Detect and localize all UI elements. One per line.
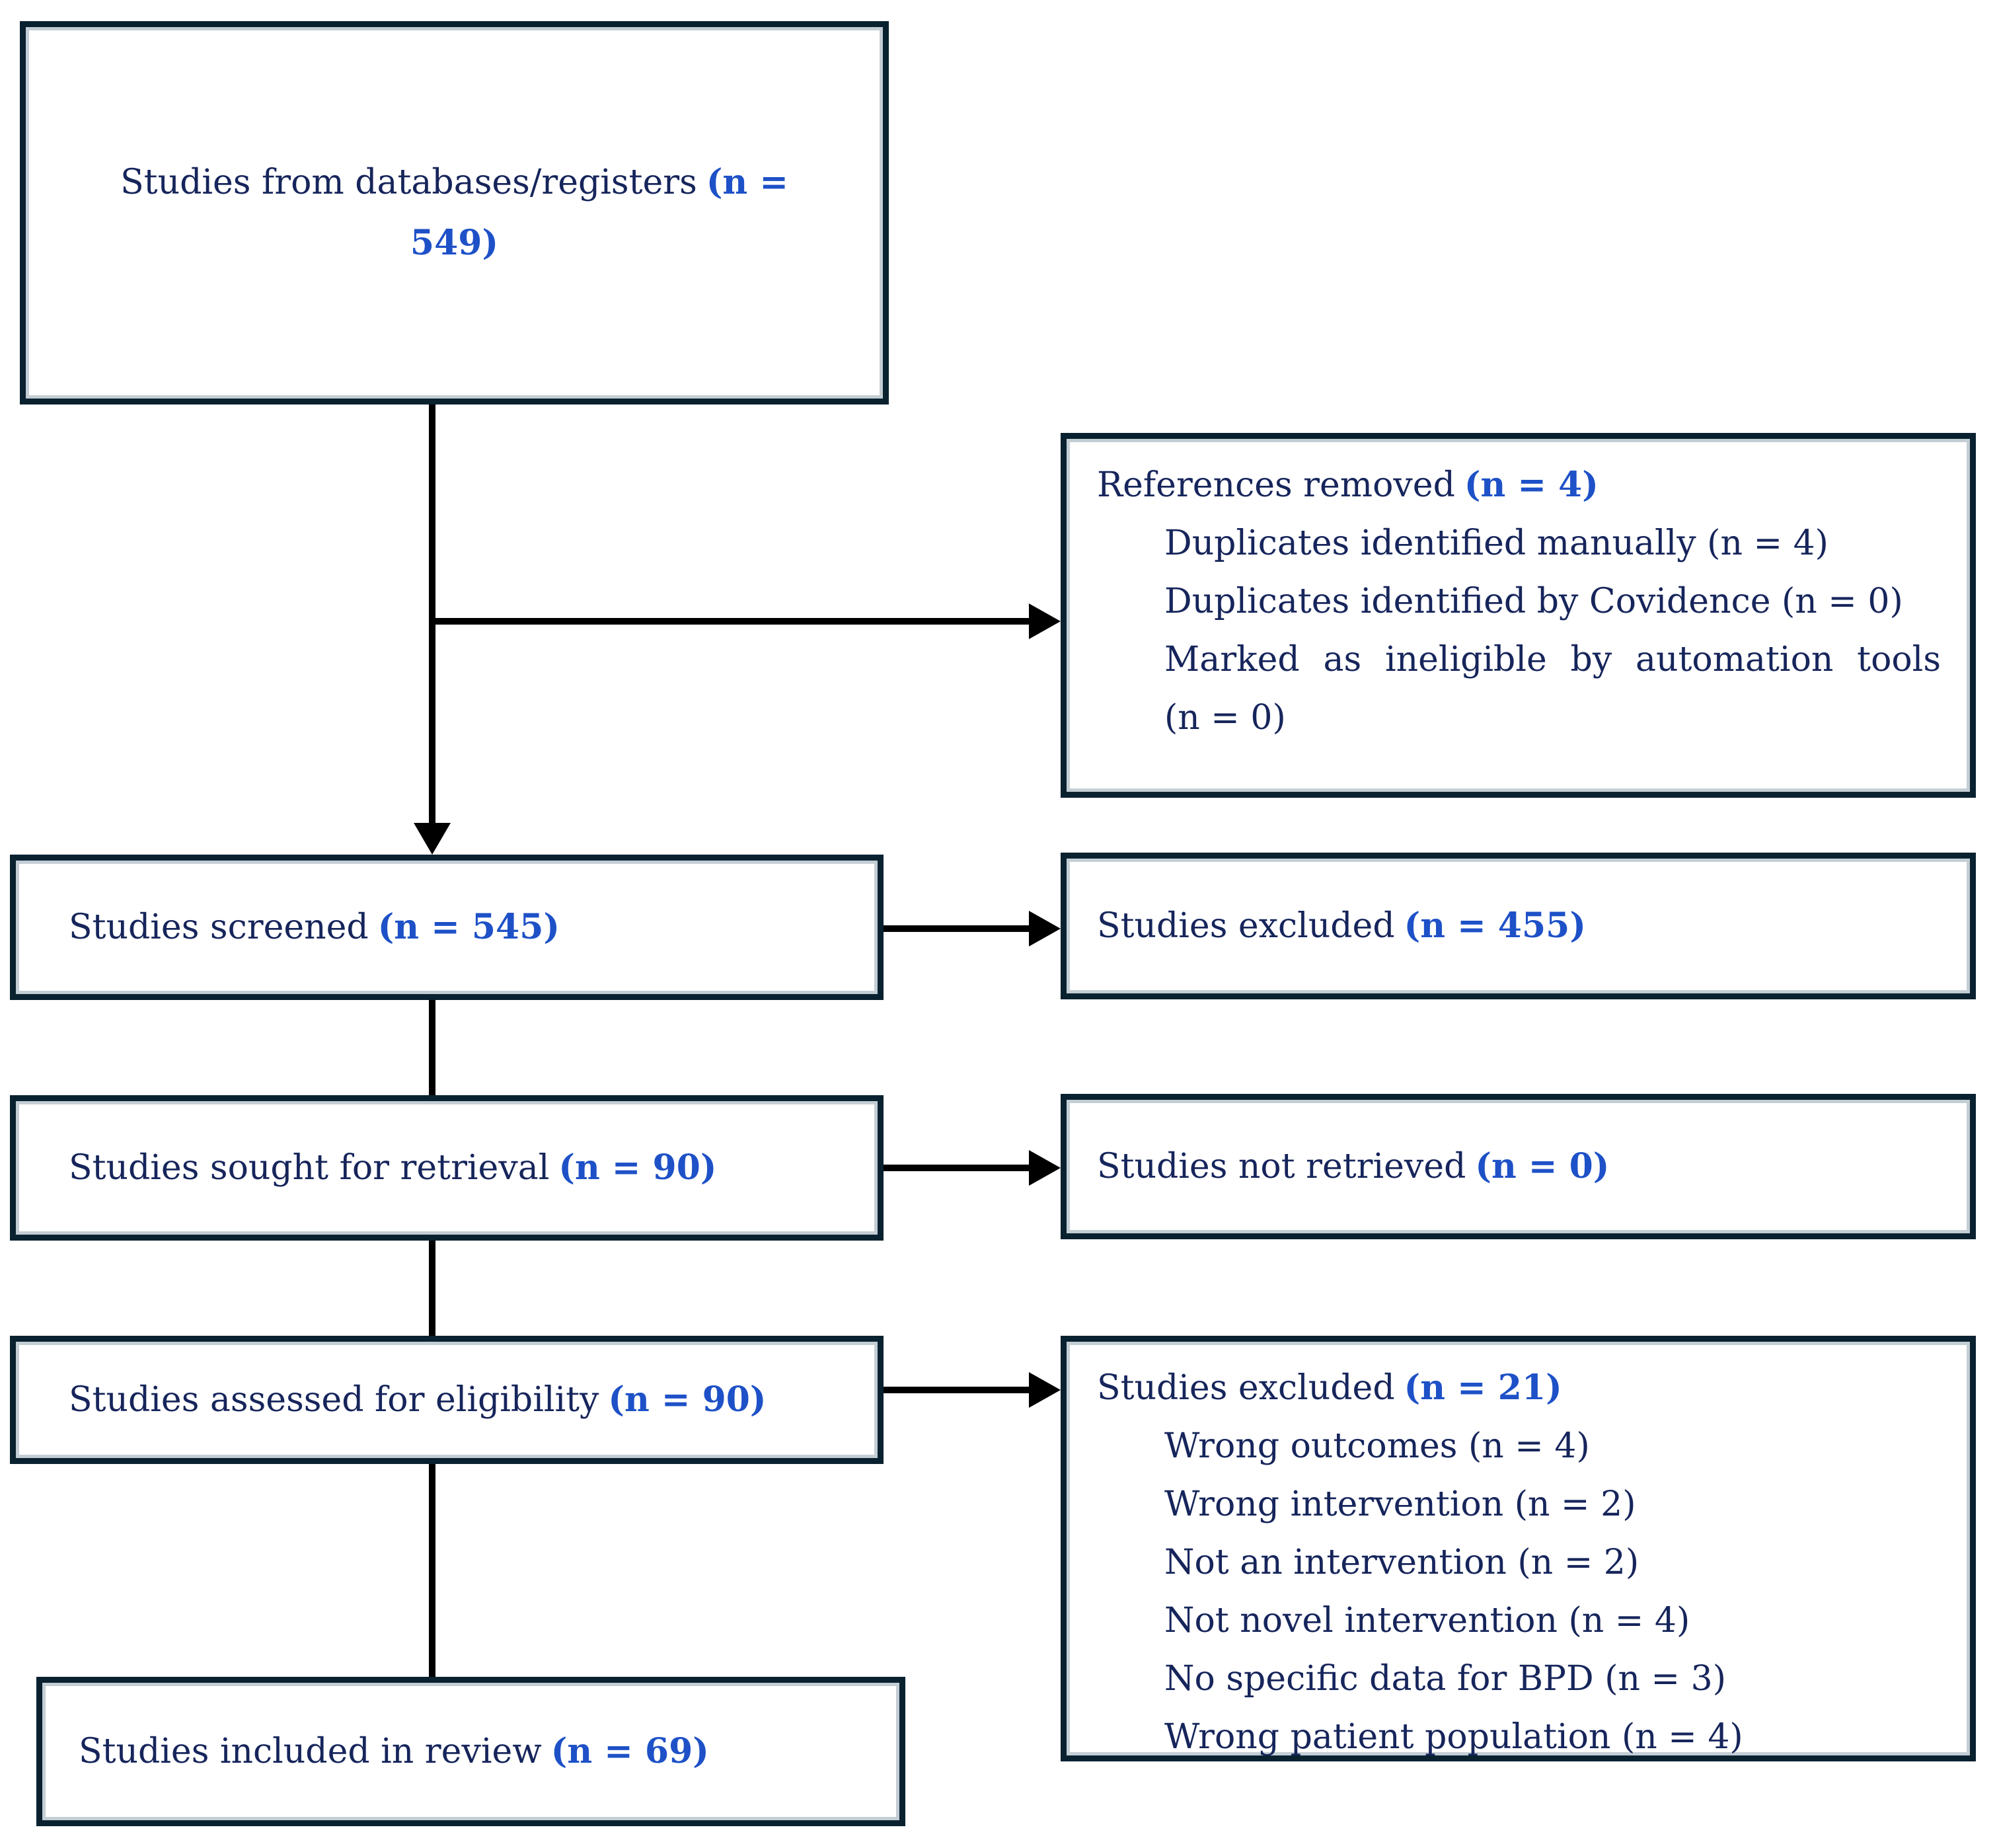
label-text: Studies included in review: [79, 1732, 542, 1771]
label-n: (n = 455): [1404, 905, 1586, 946]
box-label: Studies from databases/registers(n = 549…: [120, 152, 788, 274]
list-item: No specific data for BPD (n = 3): [1164, 1659, 1727, 1699]
box-studies-assessed-eligibility: Studies assessed for eligibility(n = 90): [10, 1336, 884, 1464]
box-studies-included-review: Studies included in review(n = 69): [36, 1677, 905, 1826]
label-n-value: 549): [410, 223, 499, 263]
label-n: (n = 90): [558, 1147, 717, 1188]
arrowhead-right-references-removed: [1029, 603, 1061, 639]
label-n: (n = 0): [1475, 1146, 1610, 1186]
label-text: Studies from databases/registers: [120, 163, 697, 202]
arrowhead-down-screening: [414, 823, 451, 855]
connector-studies-excluded-455-line: [884, 925, 1029, 932]
title-text: References removed: [1097, 465, 1455, 505]
list-item: (n = 0): [1164, 698, 1286, 738]
box-title: Studies excluded(n = 21): [1067, 1342, 1970, 1417]
connector-identification-screening-line: [429, 404, 435, 825]
box-studies-not-retrieved: Studies not retrieved(n = 0): [1061, 1094, 1976, 1239]
box-title: References removed(n = 4): [1067, 439, 1970, 514]
box-label: Studies screened(n = 545): [69, 898, 560, 956]
title-n: (n = 4): [1464, 465, 1599, 505]
arrowhead-right-studies-excluded-455: [1029, 911, 1061, 946]
label-text: Studies not retrieved: [1097, 1147, 1466, 1186]
label-text: Studies excluded: [1097, 906, 1395, 946]
list-item: Wrong patient population (n = 4): [1164, 1717, 1743, 1757]
box-label: Studies excluded(n = 455): [1097, 897, 1586, 955]
connector-retrieval-eligibility-line: [429, 1241, 435, 1336]
label-n: (n = 545): [377, 907, 560, 947]
box-references-removed: References removed(n = 4) Duplicates ide…: [1061, 433, 1976, 798]
box-label: Studies assessed for eligibility(n = 90): [69, 1371, 767, 1429]
label-text: Studies sought for retrieval: [69, 1148, 550, 1188]
list-item: Wrong intervention (n = 2): [1164, 1484, 1636, 1524]
title-n: (n = 21): [1404, 1367, 1562, 1408]
label-n-prefix: (n =: [706, 162, 788, 202]
box-label: Studies not retrieved(n = 0): [1097, 1137, 1609, 1196]
exclusion-reason-list: Duplicates identified manually (n = 4) D…: [1164, 514, 1941, 747]
connector-references-removed-line: [432, 618, 1029, 625]
label-n: (n = 90): [608, 1379, 767, 1420]
connector-studies-not-retrieved-line: [884, 1165, 1029, 1171]
label-n: (n = 69): [550, 1731, 709, 1771]
box-studies-sought-retrieval: Studies sought for retrieval(n = 90): [10, 1095, 884, 1241]
list-item: Duplicates identified manually (n = 4): [1164, 523, 1828, 563]
box-label: Studies included in review(n = 69): [79, 1722, 709, 1781]
title-text: Studies excluded: [1097, 1368, 1395, 1408]
label-text: Studies screened: [69, 907, 369, 947]
list-item: Marked as ineligible by automation tools: [1164, 640, 1941, 679]
box-studies-screened: Studies screened(n = 545): [10, 855, 884, 1000]
list-item: Not an intervention (n = 2): [1164, 1543, 1639, 1582]
connector-screening-retrieval-line: [429, 1000, 435, 1095]
connector-studies-excluded-21-line: [884, 1387, 1029, 1393]
arrowhead-right-studies-excluded-21: [1029, 1372, 1061, 1408]
box-studies-from-databases: Studies from databases/registers(n = 549…: [20, 21, 889, 404]
box-studies-excluded-21: Studies excluded(n = 21) Wrong outcomes …: [1061, 1336, 1976, 1761]
list-item: Wrong outcomes (n = 4): [1164, 1426, 1590, 1466]
list-item: Duplicates identified by Covidence (n = …: [1164, 582, 1903, 621]
connector-eligibility-included-line: [429, 1464, 435, 1677]
box-studies-excluded-455: Studies excluded(n = 455): [1061, 853, 1976, 999]
box-label: Studies sought for retrieval(n = 90): [69, 1139, 717, 1197]
list-item: Not novel intervention (n = 4): [1164, 1601, 1690, 1640]
exclusion-reason-list: Wrong outcomes (n = 4) Wrong interventio…: [1164, 1417, 1941, 1766]
arrowhead-right-studies-not-retrieved: [1029, 1150, 1061, 1186]
label-text: Studies assessed for eligibility: [69, 1380, 599, 1420]
